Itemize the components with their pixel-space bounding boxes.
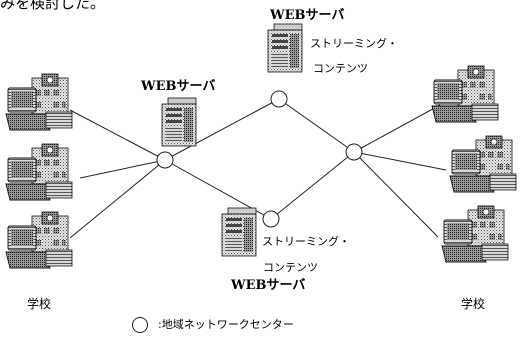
server-icon-top — [267, 23, 303, 73]
school-right-label: 学校 — [461, 297, 486, 311]
server-top-label: WEBサーバ — [270, 8, 345, 23]
school-icon-right-2 — [449, 135, 517, 193]
link-school-left-3 — [69, 159, 166, 239]
link-school-left-1 — [69, 109, 166, 161]
school-icon-right-3 — [441, 205, 509, 263]
server-bottom-label: WEBサーバ — [231, 278, 306, 293]
link-school-right-2 — [353, 151, 447, 171]
node-bottom — [262, 210, 280, 228]
school-left-label: 学校 — [27, 297, 52, 311]
legend-text: :地域ネットワークセンター — [158, 318, 294, 331]
link-bottom-right — [270, 151, 355, 220]
node-left — [156, 151, 174, 169]
school-icon-left-2 — [5, 143, 73, 201]
legend-node-icon — [132, 317, 148, 333]
link-school-right-1 — [353, 104, 441, 153]
link-school-left-2 — [79, 159, 166, 179]
server-left-label: WEBサーバ — [141, 79, 216, 94]
school-icon-right-1 — [431, 65, 499, 123]
school-icon-left-1 — [5, 73, 73, 131]
server-icon-left — [161, 97, 197, 147]
server-top-contents: コンテンツ — [313, 62, 368, 75]
link-school-right-3 — [353, 151, 439, 238]
link-left-top — [164, 98, 280, 161]
server-icon-bottom — [221, 207, 257, 257]
server-bottom-contents: コンテンツ — [263, 261, 318, 274]
server-top-streaming: ストリーミング・ — [310, 37, 398, 50]
network-nodes — [156, 90, 363, 228]
link-top-right — [278, 98, 355, 153]
header-fragment: みを検討した。 — [0, 0, 106, 12]
network-links — [69, 98, 447, 239]
node-top — [270, 90, 288, 108]
school-icon-left-3 — [5, 211, 73, 269]
node-right — [345, 143, 363, 161]
server-bottom-streaming: ストリーミング・ — [262, 235, 350, 248]
